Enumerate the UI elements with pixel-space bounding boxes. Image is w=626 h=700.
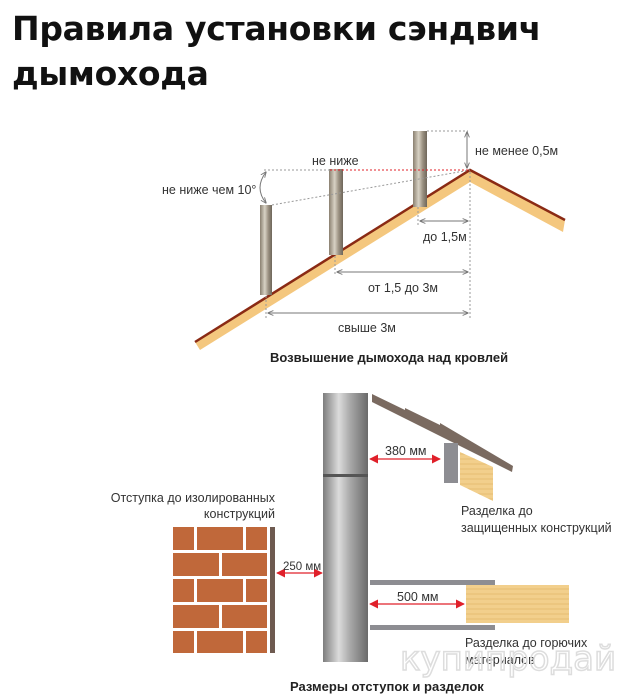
- angle-arc: [259, 172, 266, 203]
- insulated-label-1: Отступка до изолированных: [111, 491, 276, 505]
- shelf-top: [370, 580, 495, 585]
- insulated-distance: 250 мм: [283, 561, 321, 573]
- insulation-board: [270, 527, 275, 653]
- pipe-joint: [323, 474, 368, 477]
- clearance-caption: Размеры отступок и разделок: [290, 679, 484, 694]
- chimney-1: [260, 205, 272, 295]
- label-up-to: до 1,5м: [423, 230, 467, 244]
- title-line-1: Правила установки сэндвич: [12, 9, 542, 48]
- combustible-label-2: материалов: [465, 653, 535, 667]
- chimney-3: [413, 131, 427, 207]
- page-title: Правила установки сэндвич дымохода: [12, 6, 541, 96]
- combustible-wood: [466, 585, 569, 623]
- protected-label-2: защищенных конструкций: [461, 521, 612, 535]
- roof-diagram: не ниже чем 10° не ниже не менее 0,5м до…: [162, 130, 566, 365]
- clearance-diagram: 380 мм 250 мм 500 мм Отступка до изолиро…: [111, 393, 612, 694]
- insulated-label-2: конструкций: [204, 507, 275, 521]
- combustible-label-1: Разделка до горючих: [465, 636, 588, 650]
- combustible-distance: 500 мм: [397, 590, 439, 604]
- protected-label-1: Разделка до: [461, 504, 533, 518]
- shelf-bottom: [370, 625, 495, 630]
- roof-caption: Возвышение дымохода над кровлей: [270, 350, 508, 365]
- watermark: купипродай: [400, 639, 616, 679]
- protected-distance: 380 мм: [385, 444, 427, 458]
- title-line-2: дымохода: [12, 54, 209, 93]
- label-min-height: не менее 0,5м: [475, 144, 558, 158]
- brick-wall: [173, 527, 267, 653]
- chimney-2: [329, 169, 343, 255]
- protected-wood: [460, 452, 493, 501]
- pipe: [323, 393, 368, 662]
- label-over: свыше 3м: [338, 321, 396, 335]
- label-not-lower: не ниже: [312, 154, 359, 168]
- protection-plate: [444, 443, 458, 483]
- label-angle: не ниже чем 10°: [162, 183, 256, 197]
- label-between: от 1,5 до 3м: [368, 281, 438, 295]
- roof-sheathing: [372, 394, 513, 472]
